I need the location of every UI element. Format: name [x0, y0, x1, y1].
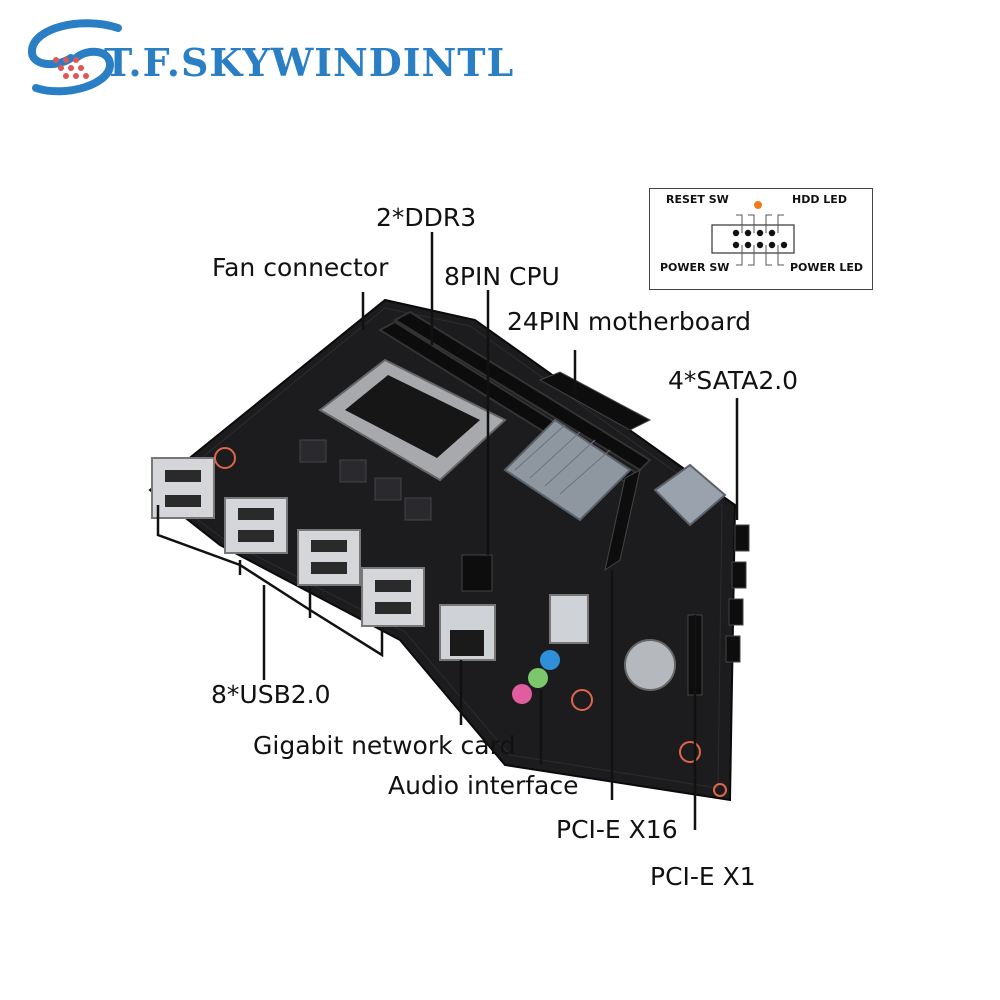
front-panel-pin-diagram: RESET SW HDD LED POWER SW POWER LED [649, 188, 873, 290]
audio-jack-green [528, 668, 548, 688]
pcie-x16-slot [604, 469, 641, 572]
usb-ports [151, 457, 425, 627]
pin1-indicator [754, 201, 762, 209]
pin-label-power-sw: POWER SW [660, 261, 730, 274]
brand-swirl-icon [28, 19, 122, 96]
label-24pin: 24PIN motherboard [507, 307, 752, 336]
pin-label-power-led: POWER LED [790, 261, 864, 274]
chipset-heatsink [503, 418, 632, 522]
ram-slot [392, 310, 652, 472]
brand-name: T.F.SKYWINDINTL [104, 40, 515, 85]
label-pcie-x16: PCI-E X16 [556, 815, 678, 844]
label-usb: 8*USB2.0 [211, 680, 331, 709]
label-pcie-x1: PCI-E X1 [650, 862, 756, 891]
atx-24pin-connector [538, 371, 652, 431]
cpu-8pin-connector [461, 554, 493, 592]
label-ddr3: 2*DDR3 [376, 203, 477, 232]
label-audio: Audio interface [388, 771, 579, 800]
audio-jack-blue [540, 650, 560, 670]
label-fan-connector: Fan connector [212, 253, 389, 282]
southbridge-heatsink [653, 463, 727, 527]
pin-label-reset-sw: RESET SW [666, 193, 729, 206]
pin-label-hdd-led: HDD LED [792, 193, 847, 206]
audio-jack-pink [512, 684, 532, 704]
brand-logo: T.F.SKYWINDINTL [26, 18, 513, 98]
label-8pin-cpu: 8PIN CPU [444, 262, 560, 291]
cmos-battery [624, 639, 676, 691]
label-sata: 4*SATA2.0 [668, 366, 799, 395]
label-gigabit-lan: Gigabit network card [253, 731, 516, 760]
